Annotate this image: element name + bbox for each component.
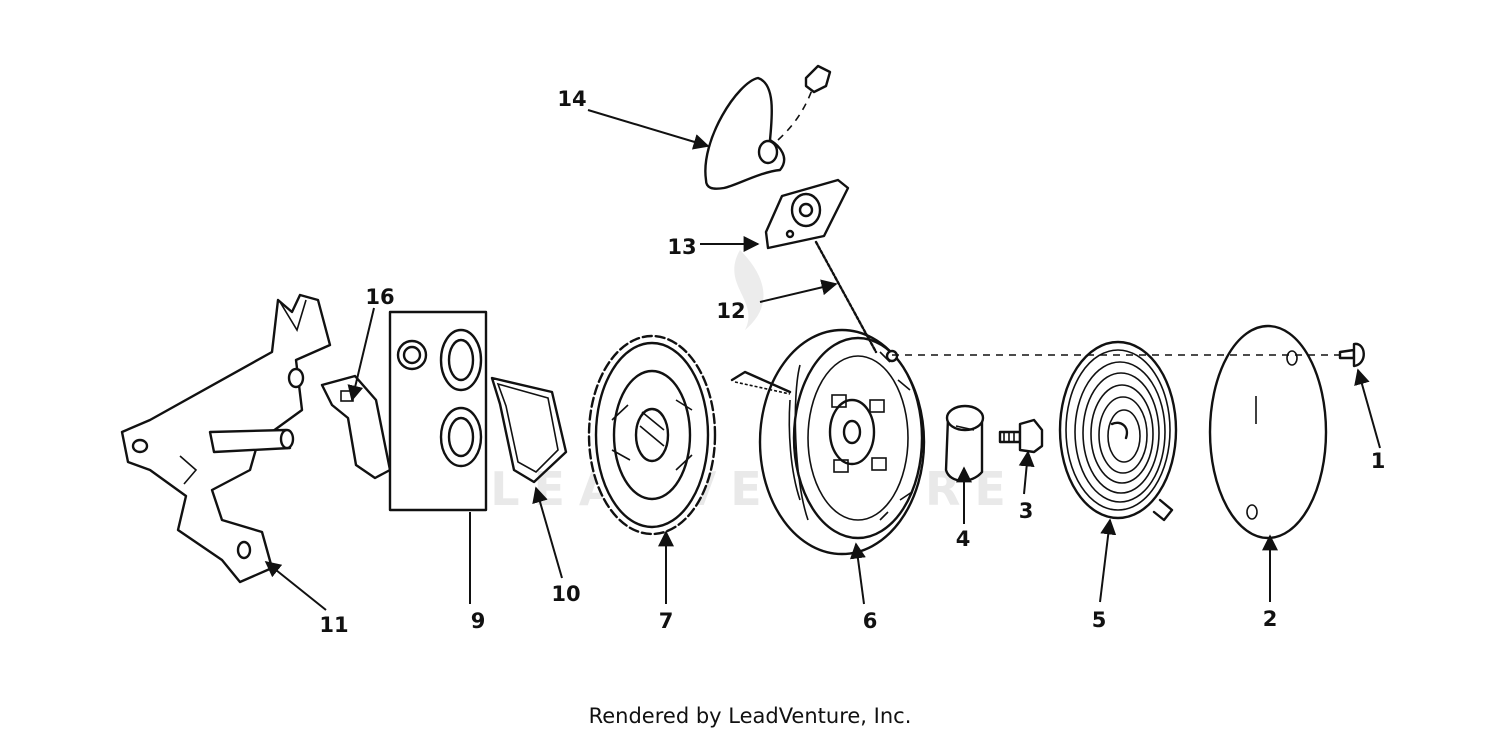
callout-14: 14 [557, 87, 586, 111]
callout-10: 10 [551, 582, 580, 606]
watermark-text: LEADVENTURE [490, 462, 1020, 516]
callout-7: 7 [659, 609, 674, 633]
callout-9: 9 [471, 609, 486, 633]
callout-16: 16 [365, 285, 394, 309]
callout-13: 13 [667, 235, 696, 259]
part-11-bracket [120, 293, 332, 584]
part-7-gear [587, 334, 717, 536]
part-6-pulley [730, 328, 926, 556]
callout-12: 12 [716, 299, 745, 323]
callout-11: 11 [319, 613, 348, 637]
leader-lines [264, 109, 1381, 611]
footer-credit: Rendered by LeadVenture, Inc. [588, 704, 912, 728]
callout-1: 1 [1371, 449, 1386, 473]
part-13-insert [764, 178, 850, 250]
part-5-recoil-spring [1058, 340, 1178, 522]
watermark: LEADVENTURE [490, 250, 1020, 516]
part-14-handle [704, 64, 832, 190]
part-4-cup [944, 404, 985, 482]
callout-3: 3 [1019, 499, 1034, 523]
callout-labels: 1 2 3 4 5 6 7 9 10 11 12 13 14 16 [319, 87, 1385, 637]
part-1-screw [1338, 342, 1365, 368]
callout-2: 2 [1263, 607, 1278, 631]
part-16-lever [320, 374, 392, 480]
callout-4: 4 [956, 527, 971, 551]
part-12-rope [814, 240, 878, 354]
part-2-cover [1208, 324, 1328, 540]
part-3-bolt [998, 418, 1044, 454]
callout-6: 6 [863, 609, 878, 633]
part-10-spring [490, 376, 568, 484]
part-9-plate [388, 310, 488, 512]
callout-5: 5 [1092, 608, 1107, 632]
